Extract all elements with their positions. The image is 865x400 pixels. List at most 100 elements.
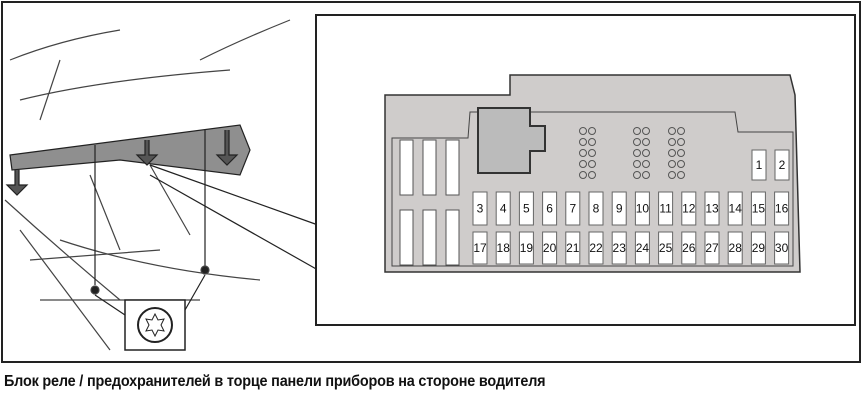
- fuse-7: 7: [565, 191, 581, 226]
- fuse-13: 13: [704, 191, 720, 226]
- pin-hole: [588, 149, 596, 157]
- fuse-24: 24: [634, 231, 650, 265]
- fuse-4: 4: [495, 191, 511, 226]
- pin-hole: [677, 127, 685, 135]
- pin-hole: [588, 160, 596, 168]
- fuse-number: 29: [752, 241, 766, 255]
- fuse-number: 20: [543, 241, 557, 255]
- pin-hole: [668, 127, 676, 135]
- fuse-number: 26: [682, 241, 696, 255]
- pin-hole: [642, 171, 650, 179]
- pin-hole: [677, 149, 685, 157]
- fuse-10: 10: [634, 191, 650, 226]
- fuse-number: 6: [546, 202, 553, 216]
- fuse-number: 9: [616, 202, 623, 216]
- fuse-number: 13: [705, 202, 719, 216]
- fuse-9: 9: [611, 191, 627, 226]
- fuse-number: 24: [636, 241, 650, 255]
- pin-hole: [642, 138, 650, 146]
- dashboard-illustration: [4, 19, 319, 351]
- pin-hole: [677, 138, 685, 146]
- torx-screw-icon: [124, 299, 186, 351]
- relay-socket: [477, 107, 546, 174]
- fuse-26: 26: [681, 231, 697, 265]
- fuse-number: 5: [523, 202, 530, 216]
- large-fuse-slot: [445, 209, 460, 266]
- fuse-number: 14: [729, 202, 743, 216]
- large-fuse-slot: [399, 139, 414, 196]
- fuse-16: 16: [774, 191, 790, 226]
- fuse-23: 23: [611, 231, 627, 265]
- pin-hole: [633, 127, 641, 135]
- pin-hole: [579, 138, 587, 146]
- pin-hole: [668, 160, 676, 168]
- fuse-2: 2: [774, 149, 790, 181]
- fuse-30: 30: [774, 231, 790, 265]
- fuse-11: 11: [658, 191, 674, 226]
- fuse-17: 17: [472, 231, 488, 265]
- large-fuse-slot: [422, 139, 437, 196]
- fuse-15: 15: [750, 191, 766, 226]
- pin-hole: [588, 171, 596, 179]
- fuse-number: 15: [752, 202, 766, 216]
- fuse-21: 21: [565, 231, 581, 265]
- large-fuse-slot: [399, 209, 414, 266]
- fuse-14: 14: [727, 191, 743, 226]
- pin-hole: [633, 138, 641, 146]
- fuse-number: 27: [705, 241, 719, 255]
- fuse-number: 2: [779, 158, 786, 172]
- pin-hole: [642, 149, 650, 157]
- pin-hole: [668, 138, 676, 146]
- fuse-19: 19: [518, 231, 534, 265]
- fuse-number: 16: [775, 202, 789, 216]
- figure-caption: Блок реле / предохранителей в торце пане…: [4, 373, 546, 390]
- fuse-27: 27: [704, 231, 720, 265]
- pin-hole: [579, 127, 587, 135]
- pin-hole: [633, 149, 641, 157]
- fuse-number: 11: [659, 202, 672, 216]
- pin-hole: [579, 149, 587, 157]
- fuse-number: 28: [729, 241, 743, 255]
- fuse-28: 28: [727, 231, 743, 265]
- fuse-number: 12: [682, 202, 696, 216]
- large-fuse-slot: [422, 209, 437, 266]
- fuse-number: 30: [775, 241, 789, 255]
- fuse-number: 21: [566, 241, 580, 255]
- fuse-number: 19: [520, 241, 534, 255]
- fuse-number: 10: [636, 202, 650, 216]
- fuse-29: 29: [750, 231, 766, 265]
- pin-hole: [633, 160, 641, 168]
- fuse-8: 8: [588, 191, 604, 226]
- pin-hole: [677, 160, 685, 168]
- fuse-number: 23: [613, 241, 627, 255]
- fuse-number: 25: [659, 241, 673, 255]
- fuse-number: 7: [569, 202, 576, 216]
- fuse-number: 4: [500, 202, 507, 216]
- pin-hole: [588, 127, 596, 135]
- fuse-number: 1: [756, 158, 763, 172]
- pin-hole: [642, 127, 650, 135]
- fuse-1: 1: [751, 149, 767, 181]
- pin-hole: [588, 138, 596, 146]
- fuse-number: 18: [497, 241, 511, 255]
- fuse-5: 5: [518, 191, 534, 226]
- pin-hole: [668, 171, 676, 179]
- fuse-3: 3: [472, 191, 488, 226]
- fuse-number: 17: [473, 241, 487, 255]
- pin-hole: [633, 171, 641, 179]
- pin-hole: [677, 171, 685, 179]
- fuse-22: 22: [588, 231, 604, 265]
- pin-hole: [668, 149, 676, 157]
- fuse-25: 25: [658, 231, 674, 265]
- large-fuse-slots: [399, 139, 460, 266]
- large-fuse-slot: [445, 139, 460, 196]
- fuse-20: 20: [542, 231, 558, 265]
- fuse-number: 8: [593, 202, 600, 216]
- pin-hole: [579, 171, 587, 179]
- pin-hole: [642, 160, 650, 168]
- fuse-6: 6: [542, 191, 558, 226]
- pin-hole: [579, 160, 587, 168]
